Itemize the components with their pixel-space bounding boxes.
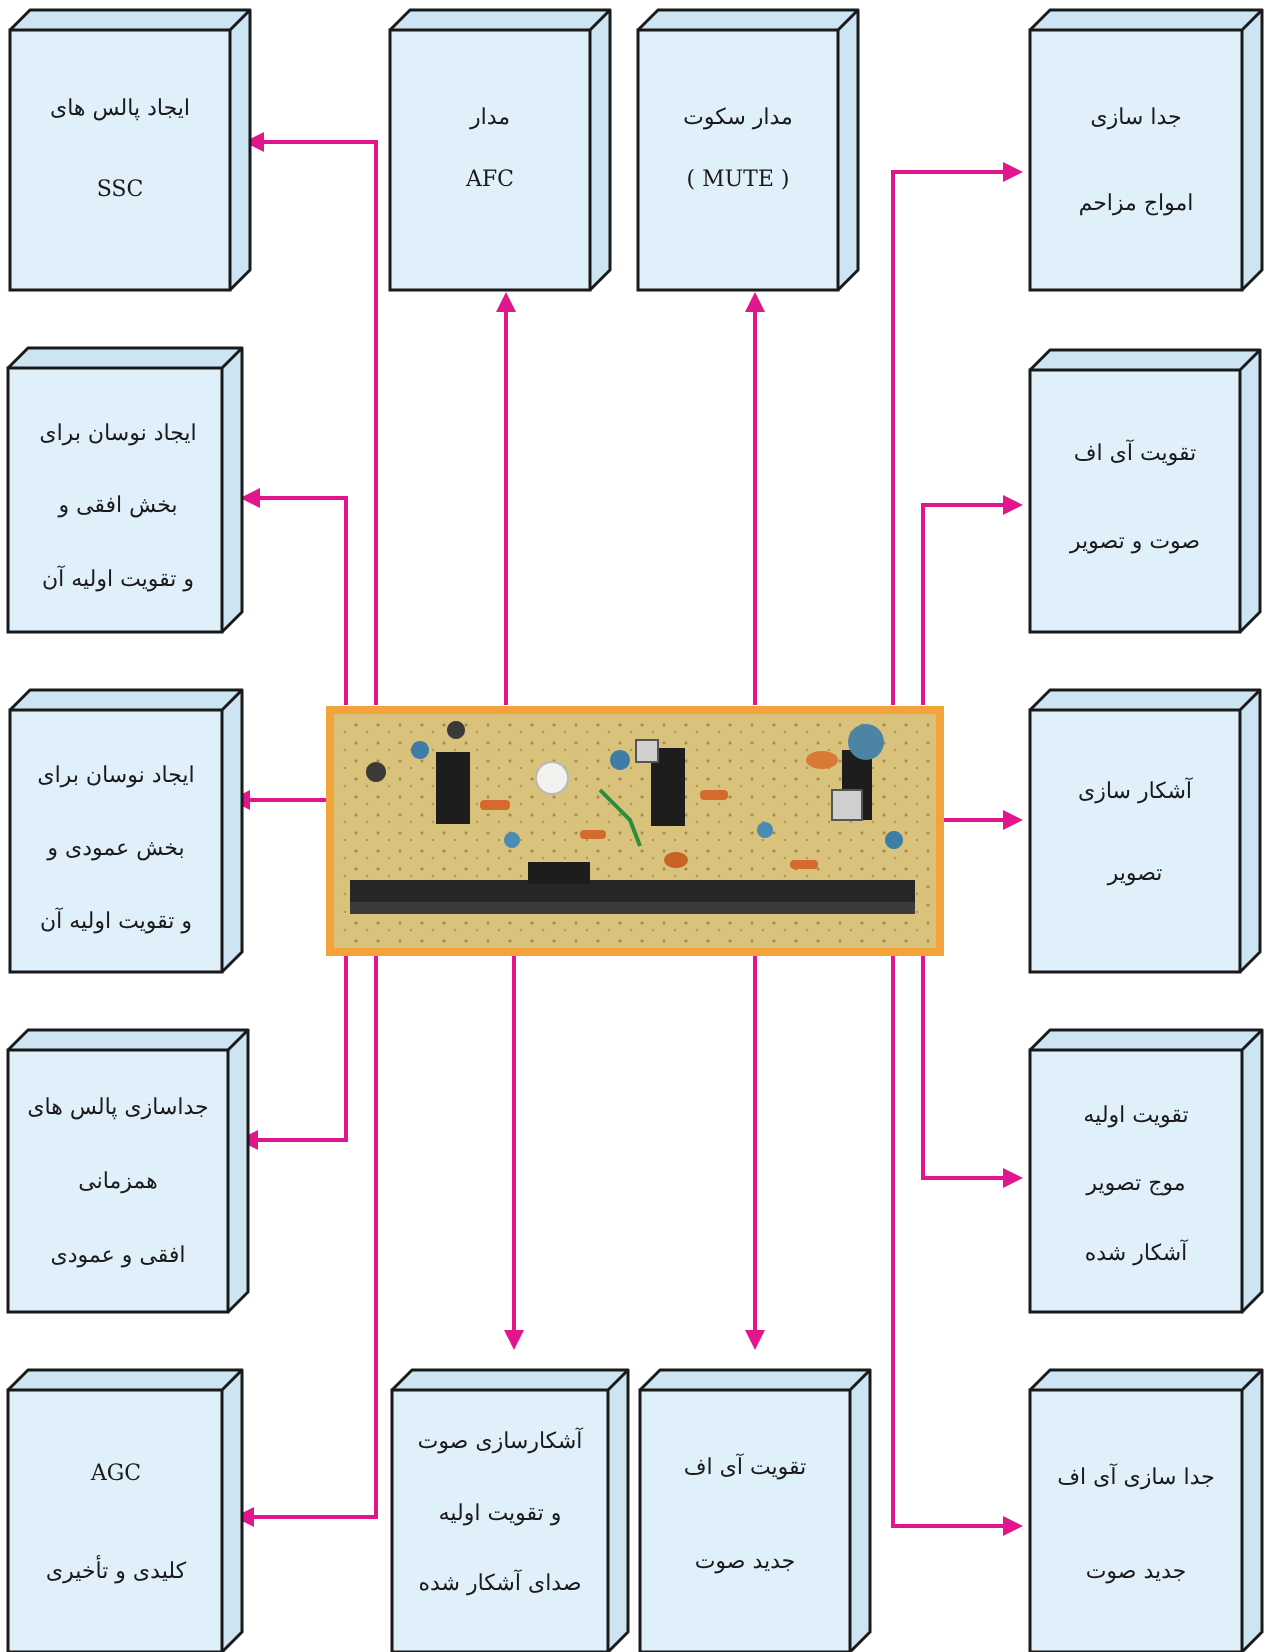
block-video-pre-face: [1028, 1048, 1244, 1314]
block-sound-if-amp: تقویت آی اف جدید صوت: [638, 1368, 872, 1652]
block-afc-face: [388, 28, 592, 292]
block-if-amp: تقویت آی اف صوت و تصویر: [1028, 348, 1262, 634]
wire-hosc: [258, 496, 348, 705]
block-sound-det-line-2: و تقویت اولیه: [439, 1501, 562, 1526]
block-video-det-line-1: آشکار سازی: [1078, 777, 1193, 804]
block-video-det-line-2: تصویر: [1107, 861, 1163, 886]
block-video-pre-line-2: موج تصویر: [1085, 1171, 1185, 1196]
block-sound-if-sep-face: [1028, 1388, 1244, 1652]
wire-sound-if-sep: [891, 950, 1003, 1528]
block-sync: جداسازی پالس های همزمانی افقی و عمودی: [6, 1028, 250, 1314]
arrowhead-afc: [496, 292, 516, 312]
block-noise-line-1: جدا سازی: [1090, 105, 1181, 130]
block-afc: مدار AFC: [388, 8, 612, 292]
block-hosc: ایجاد نوسان برای بخش افقی و و تقویت اولی…: [6, 346, 244, 634]
wire-if-amp: [921, 503, 1003, 705]
block-mute-line-1: مدار سکوت: [683, 105, 793, 130]
block-sync-line-2: همزمانی: [78, 1169, 157, 1194]
arrowhead-sound-det: [504, 1330, 524, 1350]
wire-noise: [891, 170, 1003, 705]
block-hosc-line-3: و تقویت اولیه آن: [42, 565, 194, 592]
block-sync-face: [6, 1048, 230, 1314]
arrowhead-noise: [1003, 162, 1023, 182]
block-afc-line-2: AFC: [465, 167, 514, 192]
block-sound-det-face: [390, 1388, 610, 1652]
block-sound-det-line-3: صدای آشکار شده: [418, 1569, 581, 1596]
arrowhead-video-pre: [1003, 1168, 1023, 1188]
block-afc-line-1: مدار: [469, 105, 510, 130]
arrowhead-if-amp: [1003, 495, 1023, 515]
pcb-trimmers: [366, 721, 863, 821]
arrowhead-video-det: [1003, 810, 1023, 830]
block-vosc-face: [8, 708, 224, 974]
pcb-connector-strip: [350, 880, 915, 902]
arrowhead-agc: [234, 1507, 254, 1527]
wire-ssc: [262, 140, 378, 705]
block-video-pre-line-1: تقویت اولیه: [1083, 1103, 1188, 1128]
block-mute: مدار سکوت ( MUTE ): [636, 8, 860, 292]
block-noise-line-2: امواج مزاحم: [1079, 191, 1194, 216]
block-noise: جدا سازی امواج مزاحم: [1028, 8, 1264, 292]
block-ssc-line-1: ایجاد پالس های: [50, 96, 190, 121]
block-hosc-line-1: ایجاد نوسان برای: [39, 421, 196, 446]
block-video-pre-line-3: آشکار شده: [1085, 1239, 1188, 1266]
block-mute-line-2: ( MUTE ): [687, 167, 790, 192]
block-if-amp-face: [1028, 368, 1242, 634]
block-noise-face: [1028, 28, 1244, 292]
block-sound-if-sep: جدا سازی آی اف جدید صوت: [1028, 1368, 1264, 1652]
arrowhead-sound-if-sep: [1003, 1516, 1023, 1536]
block-sound-if-amp-line-1: تقویت آی اف: [684, 1453, 807, 1480]
block-vosc-line-3: و تقویت اولیه آن: [40, 907, 192, 934]
block-ssc-line-2: SSC: [97, 177, 144, 202]
block-video-pre: تقویت اولیه موج تصویر آشکار شده: [1028, 1028, 1264, 1314]
arrowhead-ssc: [244, 132, 264, 152]
block-sound-if-sep-line-1: جدا سازی آی اف: [1057, 1463, 1214, 1490]
pcb-resistors: [480, 751, 838, 869]
block-sound-det: آشکارسازی صوت و تقویت اولیه صدای آشکار ش…: [390, 1368, 630, 1652]
arrowhead-sound-if-amp: [745, 1330, 765, 1350]
arrowhead-mute: [745, 292, 765, 312]
block-video-det: آشکار سازی تصویر: [1028, 688, 1262, 974]
wire-video-pre: [921, 950, 1003, 1180]
pcb-wire-green: [598, 788, 642, 847]
block-if-amp-line-1: تقویت آی اف: [1074, 439, 1197, 466]
wire-sync: [256, 950, 348, 1142]
pcb-ic-chips: [436, 748, 872, 884]
pcb-board-photo: [326, 706, 944, 956]
block-agc-line-2: کلیدی و تأخیری: [46, 1554, 187, 1584]
pcb-capacitors: [411, 724, 903, 849]
block-hosc-face: [6, 366, 224, 634]
block-agc: AGC کلیدی و تأخیری: [6, 1368, 244, 1652]
block-if-amp-line-2: صوت و تصویر: [1069, 529, 1200, 554]
block-agc-line-1: AGC: [90, 1461, 141, 1486]
block-hosc-line-2: بخش افقی و: [57, 493, 177, 518]
block-sound-if-sep-line-2: جدید صوت: [1086, 1559, 1187, 1584]
pcb-connector-base: [350, 902, 915, 914]
block-ssc: ایجاد پالس های SSC: [8, 8, 252, 292]
block-video-det-face: [1028, 708, 1242, 974]
block-sync-line-3: افقی و عمودی: [51, 1243, 186, 1268]
block-sound-if-amp-face: [638, 1388, 852, 1652]
block-agc-face: [6, 1388, 224, 1652]
block-vosc-line-1: ایجاد نوسان برای: [37, 763, 194, 788]
block-vosc-line-2: بخش عمودی و: [46, 836, 184, 861]
wire-agc: [252, 950, 378, 1519]
block-ssc-face: [8, 28, 232, 292]
arrowhead-hosc: [240, 488, 260, 508]
block-sync-line-1: جداسازی پالس های: [27, 1095, 208, 1120]
block-mute-face: [636, 28, 840, 292]
block-sound-if-amp-line-2: جدید صوت: [695, 1549, 796, 1574]
block-sound-det-line-1: آشکارسازی صوت: [418, 1427, 584, 1454]
block-vosc: ایجاد نوسان برای بخش عمودی و و تقویت اول…: [8, 688, 244, 974]
